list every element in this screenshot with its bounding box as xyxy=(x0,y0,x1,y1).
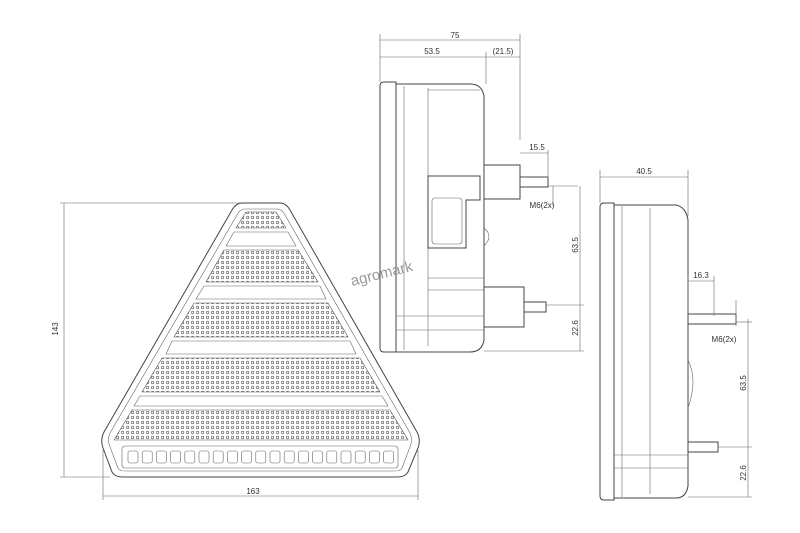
light-strip-2 xyxy=(195,285,327,300)
side1-stud-lower xyxy=(523,301,547,313)
lamp-outline xyxy=(101,202,420,478)
led-segment xyxy=(127,450,139,464)
side2-stud-lower xyxy=(687,441,719,453)
led-segment xyxy=(326,450,338,464)
led-segment xyxy=(212,450,224,464)
side2-stud-spacing-label: 63.5 xyxy=(739,375,748,391)
led-segment xyxy=(283,450,295,464)
side1-thread-label: M6(2x) xyxy=(530,201,555,210)
side1-lens xyxy=(379,81,397,353)
reflector-band-4 xyxy=(141,357,381,393)
light-strip-1 xyxy=(225,231,297,247)
led-segment xyxy=(170,450,181,464)
led-segment xyxy=(141,450,153,464)
led-segment xyxy=(340,450,352,464)
led-segment xyxy=(255,450,267,464)
side1-stud-spacing-label: 63.5 xyxy=(571,237,580,253)
side2-stud-offset-label: 22.6 xyxy=(739,465,748,481)
side2-stud-upper xyxy=(687,313,737,325)
lamp-inner-outline xyxy=(108,208,412,472)
reflector-band-3 xyxy=(173,302,349,338)
side1-bracket-depth-label: (21.5) xyxy=(493,47,514,56)
led-segment xyxy=(198,450,210,464)
side1-stud-upper xyxy=(519,176,549,188)
side1-bracket xyxy=(427,175,481,249)
led-segment xyxy=(369,450,380,464)
light-strip-4 xyxy=(133,395,389,407)
led-segment xyxy=(241,450,252,464)
side1-stud-upper-base xyxy=(483,164,521,200)
side2-housing xyxy=(613,204,689,499)
front-width-label: 163 xyxy=(246,487,260,496)
side1-housing xyxy=(395,83,485,353)
reflector-band-2 xyxy=(205,249,319,283)
led-segment xyxy=(269,450,281,464)
side1-stud-lower-base xyxy=(483,286,525,328)
side1-stud-length-label: 15.5 xyxy=(529,143,545,152)
led-segment xyxy=(354,450,366,464)
light-strip-3 xyxy=(165,340,357,355)
front-height-label: 143 xyxy=(51,322,60,336)
side1-body-depth-label: 53.5 xyxy=(424,47,440,56)
led-row xyxy=(127,450,394,464)
led-segment xyxy=(227,450,238,464)
side-view-1: 75 53.5 (21.5) 15.5 M6(2x) 63.5 22.6 xyxy=(379,31,584,353)
led-strip xyxy=(121,445,399,469)
side1-stud-offset-label: 22.6 xyxy=(571,320,580,336)
side2-thread-label: M6(2x) xyxy=(712,335,737,344)
reflector-band-5 xyxy=(113,409,409,441)
led-segment xyxy=(383,450,394,464)
side-view-2: 40.5 16.3 M6(2x) 63.5 22.6 xyxy=(599,167,752,501)
side2-body-depth-label: 40.5 xyxy=(636,167,652,176)
led-segment xyxy=(312,450,323,464)
side2-stud-length-label: 16.3 xyxy=(693,271,709,280)
watermark: agromark xyxy=(349,258,415,290)
side2-lens xyxy=(599,202,615,501)
side1-overall-depth-label: 75 xyxy=(451,31,460,40)
led-segment xyxy=(298,450,309,464)
led-segment xyxy=(156,450,167,464)
front-view: 163 143 xyxy=(51,202,420,500)
reflector-band-1 xyxy=(235,211,287,229)
led-segment xyxy=(184,450,196,464)
